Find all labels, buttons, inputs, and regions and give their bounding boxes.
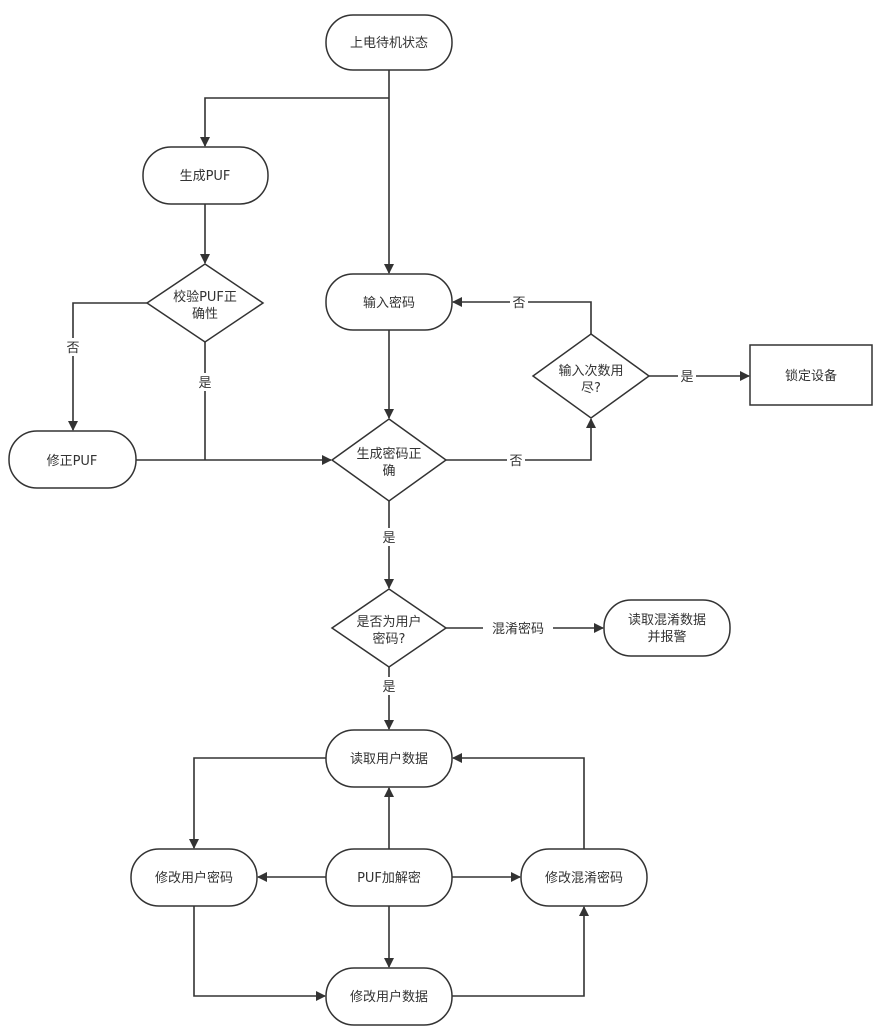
edge-label-obfuscated-password: 混淆密码 bbox=[492, 621, 544, 637]
node-label: 读取用户数据 bbox=[350, 751, 428, 767]
node-label-line-1: 读取混淆数据 bbox=[628, 613, 706, 628]
node-label: 锁定设备 bbox=[785, 368, 837, 384]
node-generated-password-correct[interactable]: 生成密码正 确 bbox=[330, 418, 448, 502]
edge-verify-puf-to-fix-puf bbox=[68, 302, 147, 431]
edge-modify-user-password-to-modify-user-data bbox=[193, 906, 326, 1001]
node-label: 修改混淆密码 bbox=[545, 870, 623, 886]
node-puf-encrypt-decrypt[interactable]: PUF加解密 bbox=[325, 848, 453, 907]
node-verify-puf[interactable]: 校验PUF正 确性 bbox=[145, 263, 265, 343]
node-label-line-2: 密码? bbox=[373, 631, 406, 647]
node-read-user-data[interactable]: 读取用户数据 bbox=[325, 729, 453, 788]
edge-modify-obfuscated-password-to-read-user-data bbox=[452, 753, 585, 849]
edge-label-attempts-yes: 是 bbox=[680, 370, 693, 385]
node-modify-user-data[interactable]: 修改用户数据 bbox=[325, 967, 453, 1026]
node-label-line-2: 尽? bbox=[581, 381, 601, 396]
edge-gen-password-correct-to-attempts-exhausted bbox=[446, 418, 596, 461]
node-label-line-1: 是否为用户 bbox=[356, 614, 421, 630]
node-label: 修正PUF bbox=[47, 454, 98, 469]
node-label-line-1: 校验PUF正 bbox=[173, 289, 237, 305]
node-label-line-2: 确 bbox=[382, 464, 395, 479]
node-modify-obfuscated-password[interactable]: 修改混淆密码 bbox=[520, 848, 648, 907]
node-fix-puf[interactable]: 修正PUF bbox=[8, 430, 137, 489]
node-is-user-password[interactable]: 是否为用户 密码? bbox=[330, 588, 448, 668]
node-input-password[interactable]: 输入密码 bbox=[325, 273, 453, 331]
node-label-line-2: 确性 bbox=[192, 307, 218, 322]
edge-modify-user-data-to-modify-obfuscated-password bbox=[452, 906, 589, 997]
edge-standby-to-gen-puf bbox=[200, 97, 389, 147]
edge-labels: 否 是 否 是 否 是 混淆密码 是 bbox=[64, 293, 696, 695]
edge-attempts-exhausted-to-input-password bbox=[452, 297, 592, 334]
edge-label-verify-yes: 是 bbox=[198, 376, 211, 391]
node-label-line-2: 并报警 bbox=[647, 629, 686, 645]
node-modify-user-password[interactable]: 修改用户密码 bbox=[130, 848, 258, 907]
node-label: 生成PUF bbox=[180, 169, 231, 184]
node-label: 修改用户密码 bbox=[155, 870, 233, 886]
node-standby[interactable]: 上电待机状态 bbox=[325, 14, 453, 71]
node-label-line-1: 生成密码正 bbox=[356, 446, 421, 462]
node-label: PUF加解密 bbox=[357, 870, 421, 886]
edge-read-user-data-to-modify-user-password bbox=[189, 757, 326, 849]
node-lock-device[interactable]: 锁定设备 bbox=[749, 344, 873, 406]
node-label: 上电待机状态 bbox=[350, 36, 428, 51]
edge-label-verify-no: 否 bbox=[66, 341, 79, 356]
node-label: 输入密码 bbox=[363, 295, 415, 311]
edge-label-password-correct-yes: 是 bbox=[382, 531, 395, 546]
edge-label-user-password-yes: 是 bbox=[382, 680, 395, 695]
node-attempts-exhausted[interactable]: 输入次数用 尽? bbox=[531, 333, 651, 419]
node-generate-puf[interactable]: 生成PUF bbox=[142, 146, 269, 205]
node-read-obfuscated-data-alarm[interactable]: 读取混淆数据 并报警 bbox=[603, 599, 731, 657]
node-label-line-1: 输入次数用 bbox=[558, 363, 623, 379]
edge-label-attempts-no: 否 bbox=[512, 296, 525, 311]
node-label: 修改用户数据 bbox=[350, 989, 428, 1005]
nodes: 上电待机状态 生成PUF 校验PUF正 确性 输入密码 输入次数用 尽? 锁定设… bbox=[8, 14, 873, 1026]
edge-label-password-correct-no: 否 bbox=[509, 454, 522, 469]
